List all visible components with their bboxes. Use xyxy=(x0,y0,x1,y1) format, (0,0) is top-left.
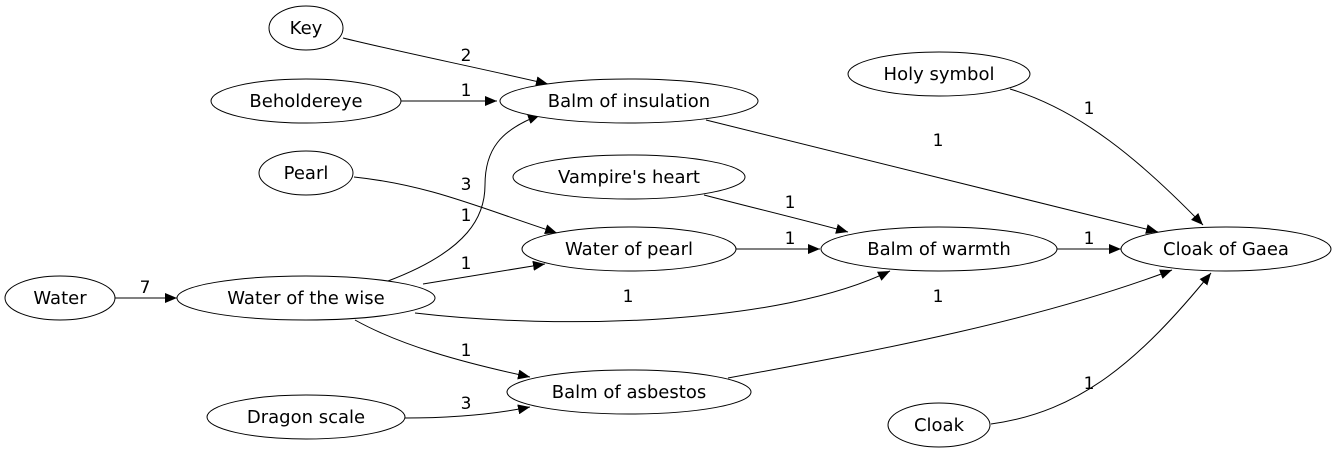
node-vampires-heart[interactable]: Vampire's heart xyxy=(512,154,746,200)
edge-weight-label: 1 xyxy=(461,254,472,274)
node-balm-of-asbestos[interactable]: Balm of asbestos xyxy=(506,369,752,415)
node-pearl[interactable]: Pearl xyxy=(258,150,354,196)
edge-dragon-scale-to-balm-of-asbestos: 3 xyxy=(404,394,531,419)
edge-balm-of-warmth-to-cloak-of-gaea: 1 xyxy=(1057,229,1121,254)
node-label: Balm of insulation xyxy=(548,91,710,112)
node-water-of-pearl[interactable]: Water of pearl xyxy=(521,226,737,272)
node-label: Cloak xyxy=(914,415,965,436)
node-label: Vampire's heart xyxy=(558,167,700,188)
node-cloak[interactable]: Cloak xyxy=(887,402,991,448)
node-label: Water xyxy=(33,288,87,309)
edge-key-to-balm-of-insulation: 2 xyxy=(342,37,549,87)
edge-balm-of-asbestos-to-cloak-of-gaea: 1 xyxy=(727,269,1173,379)
node-label: Key xyxy=(290,18,323,39)
node-holy-symbol[interactable]: Holy symbol xyxy=(847,51,1031,97)
node-label: Water of the wise xyxy=(227,288,384,309)
node-cloak-of-gaea[interactable]: Cloak of Gaea xyxy=(1120,226,1332,272)
edges: 2 1 1 3 1 1 1 xyxy=(114,37,1212,425)
edge-weight-label: 7 xyxy=(140,278,151,298)
edge-water-of-the-wise-to-water-of-pearl: 1 xyxy=(422,254,546,285)
edge-weight-label: 1 xyxy=(461,206,472,226)
edge-weight-label: 1 xyxy=(785,193,796,213)
edge-water-of-the-wise-to-balm-of-insulation: 1 xyxy=(387,114,541,282)
edge-weight-label: 1 xyxy=(461,81,472,101)
node-label: Water of pearl xyxy=(565,239,693,260)
node-water-of-the-wise[interactable]: Water of the wise xyxy=(176,275,436,321)
edge-beholdereye-to-balm-of-insulation: 1 xyxy=(400,81,497,106)
node-label: Pearl xyxy=(284,163,329,184)
node-water[interactable]: Water xyxy=(4,275,116,321)
edge-water-to-water-of-the-wise: 7 xyxy=(114,278,177,303)
node-label: Dragon scale xyxy=(247,407,365,428)
node-label: Beholdereye xyxy=(249,91,362,112)
edge-weight-label: 1 xyxy=(623,287,634,307)
edge-water-of-the-wise-to-balm-of-asbestos: 1 xyxy=(354,319,531,380)
edge-weight-label: 1 xyxy=(1084,99,1095,119)
node-beholdereye[interactable]: Beholdereye xyxy=(210,78,402,124)
nodes: Key Beholdereye Balm of insulation Holy … xyxy=(4,5,1332,448)
edge-cloak-to-cloak-of-gaea: 1 xyxy=(990,272,1212,425)
edge-weight-label: 3 xyxy=(461,394,472,414)
node-key[interactable]: Key xyxy=(268,5,344,51)
edge-weight-label: 1 xyxy=(1084,229,1095,249)
edge-water-of-pearl-to-balm-of-warmth: 1 xyxy=(736,229,820,254)
node-label: Cloak of Gaea xyxy=(1163,239,1289,260)
edge-vampires-heart-to-balm-of-warmth: 1 xyxy=(703,193,849,234)
edge-water-of-the-wise-to-balm-of-warmth: 1 xyxy=(414,270,891,323)
edge-weight-label: 1 xyxy=(933,131,944,151)
edge-weight-label: 1 xyxy=(461,341,472,361)
node-label: Holy symbol xyxy=(884,64,995,85)
edge-pearl-to-water-of-pearl: 3 xyxy=(353,175,558,235)
edge-weight-label: 1 xyxy=(933,287,944,307)
node-balm-of-insulation[interactable]: Balm of insulation xyxy=(499,78,759,124)
node-dragon-scale[interactable]: Dragon scale xyxy=(206,394,406,440)
node-balm-of-warmth[interactable]: Balm of warmth xyxy=(820,226,1058,272)
node-label: Balm of warmth xyxy=(867,239,1011,260)
edge-weight-label: 2 xyxy=(461,46,472,66)
edge-weight-label: 1 xyxy=(785,229,796,249)
edge-holy-symbol-to-cloak-of-gaea: 1 xyxy=(1009,88,1204,226)
edge-balm-of-insulation-to-cloak-of-gaea: 1 xyxy=(705,119,1159,234)
edge-weight-label: 3 xyxy=(461,175,472,195)
node-label: Balm of asbestos xyxy=(552,382,706,403)
edge-weight-label: 1 xyxy=(1084,374,1095,394)
